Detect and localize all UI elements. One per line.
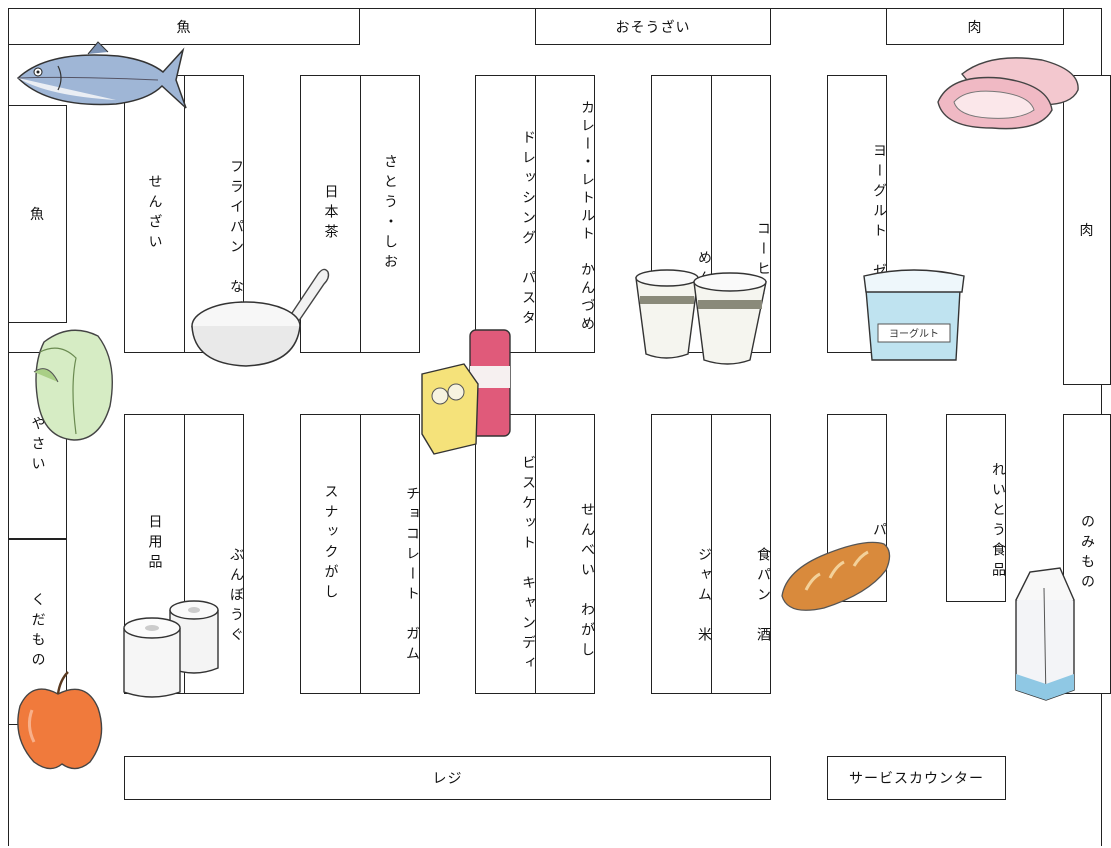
aisle-jam-label: ジャム 米 [696,547,712,647]
aisle-senzai: せんざい [124,75,185,353]
aisle-senzai-label: せんざい [146,174,163,254]
toilet-paper-icon [123,600,219,698]
aisle-curry: カレー・レトルト かんづめ [535,75,595,353]
aisle-senbei: せんべい わがし [535,414,595,694]
section-meat-side-label: 肉 [1079,223,1095,239]
aisle-nihoncha: 日本茶 [300,75,361,353]
aisle-sato-shio: さとう・しお [360,75,420,353]
yogurt-label-text: ヨーグルト [889,327,939,340]
biscuit-box-icon [421,329,511,455]
aisle-jam: ジャム 米 [651,414,712,694]
aisle-curry-label: カレー・レトルト かんづめ [579,100,595,334]
section-fish-top-label: 魚 [176,19,192,36]
aisle-shokupan: 食パン 酒 [711,414,771,694]
aisle-dressing-label: ドレッシング パスタ [520,130,536,330]
section-meat-top-label: 肉 [967,19,983,36]
yogurt-icon: ヨーグルト [863,269,965,361]
frying-pan-icon [191,268,330,367]
aisle-chocolate-label: チョコレート ガム [404,486,420,666]
section-meat-top: 肉 [886,8,1064,45]
aisle-nihoncha-label: 日本茶 [322,184,339,244]
section-drinks: のみもの [1063,414,1111,694]
section-fish-side: 魚 [8,105,67,323]
bread-icon [781,541,891,611]
aisle-reitou-label: れいとう食品 [990,462,1006,582]
aisle-bunbogu-label: ぶんぼうぐ [228,547,244,647]
service-counter: サービスカウンター [827,756,1006,800]
cup-noodle-icon [635,269,767,365]
section-fish-top: 魚 [8,8,360,45]
aisle-senbei-label: せんべい わがし [579,502,595,662]
fish-icon [16,41,187,109]
section-fish-side-label: 魚 [30,207,45,223]
section-deli-label: おそうざい [615,19,691,36]
section-vegetables-label: やさい [29,415,46,476]
aisle-dressing: ドレッシング パスタ [475,75,536,353]
apple-icon [17,671,103,770]
aisle-shokupan-label: 食パン 酒 [755,547,771,647]
aisle-reitou: れいとう食品 [946,414,1006,602]
aisle-sato-shio-label: さとう・しお [382,154,398,274]
register-label: レジ [432,771,463,787]
service-counter-label: サービスカウンター [849,771,984,787]
aisle-frypan-label: フライパン なべ [228,159,244,319]
aisle-snack-label: スナックがし [322,484,339,604]
aisle-chocolate: チョコレート ガム [360,414,420,694]
milk-carton-icon [1015,567,1075,701]
section-meat-side: 肉 [1063,75,1111,385]
cabbage-icon [33,329,113,441]
section-drinks-label: のみもの [1079,514,1095,594]
meat-icon [937,57,1079,130]
aisle-biscuit: ビスケット キャンディ [475,414,536,694]
section-deli: おそうざい [535,8,771,45]
register: レジ [124,756,771,800]
aisle-snack: スナックがし [300,414,361,694]
aisle-biscuit-label: ビスケット キャンディ [520,455,536,675]
aisle-nichiyohin-label: 日用品 [146,514,163,574]
section-fruit-label: くだもの [29,592,46,672]
